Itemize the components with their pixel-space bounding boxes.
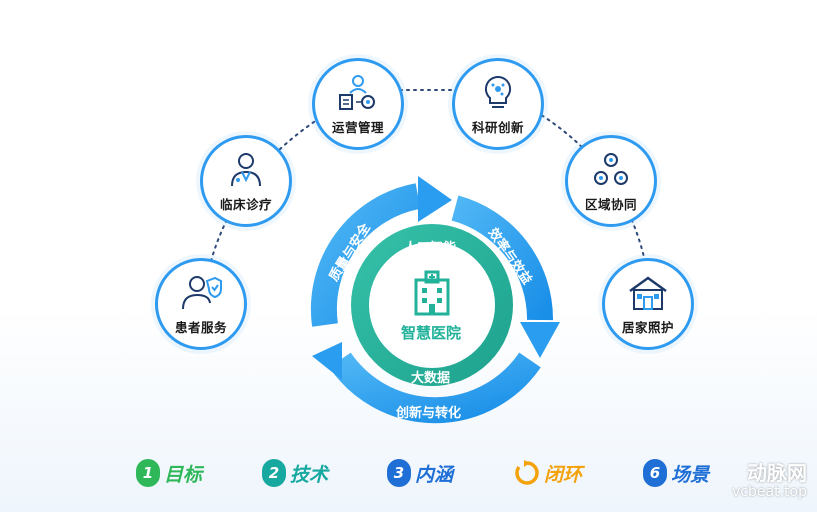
badge-loop-label: 闭环: [544, 463, 583, 486]
badge-goal-label: 目标: [164, 463, 203, 486]
outer-ring-arrows: [310, 176, 560, 424]
badge-scene-label: 场景: [671, 463, 710, 486]
center-label: 智慧医院: [401, 324, 461, 342]
inner-text-bottom: 大数据: [411, 370, 450, 386]
badge-tech-label: 技术: [290, 463, 329, 486]
badge-goal: 1 目标: [136, 455, 202, 491]
watermark-site: vcbeat.top: [732, 484, 807, 500]
house-icon: [629, 275, 667, 310]
badge-scene-marker: 6: [643, 459, 667, 487]
watermark: 动脉网 vcbeat.top: [732, 462, 807, 500]
node-clinical: 临床诊疗: [200, 135, 292, 227]
badge-connotation: 3 内涵: [387, 455, 453, 491]
node-home-care: 居家照护: [602, 258, 694, 350]
operations-icon: [339, 74, 375, 110]
node-research-label: 科研创新: [471, 119, 524, 135]
outer-text-bottom: 创新与转化: [395, 405, 461, 421]
node-operations: 运营管理: [312, 58, 404, 150]
badge-connotation-marker: 3: [387, 459, 411, 487]
badge-row: 1 目标 2 技术 3 内涵 闭环 6 场景: [0, 455, 817, 495]
badge-loop: 闭环: [514, 455, 582, 491]
patient-icon: [182, 275, 222, 309]
watermark-brand: 动脉网: [747, 461, 807, 485]
node-operations-label: 运营管理: [331, 119, 384, 135]
loop-icon: [515, 460, 539, 485]
lightbulb-icon: [484, 75, 512, 108]
node-regional: 区域协同: [565, 135, 657, 227]
node-regional-label: 区域协同: [584, 196, 637, 212]
node-patient-label: 患者服务: [174, 319, 227, 335]
hospital-icon: [414, 270, 450, 316]
badge-scene: 6 场景: [643, 455, 709, 491]
node-home-care-label: 居家照护: [621, 319, 674, 335]
inner-text-top: 人工智能: [404, 240, 456, 256]
badge-tech: 2 技术: [262, 455, 328, 491]
node-research: 科研创新: [452, 58, 544, 150]
group-icon: [594, 152, 628, 185]
node-patient: 患者服务: [155, 258, 247, 350]
badge-tech-marker: 2: [262, 459, 286, 487]
badge-connotation-label: 内涵: [415, 463, 454, 486]
node-clinical-label: 临床诊疗: [219, 196, 272, 212]
doctor-icon: [231, 152, 261, 186]
inner-ring: [351, 224, 513, 386]
badge-goal-marker: 1: [136, 459, 160, 487]
